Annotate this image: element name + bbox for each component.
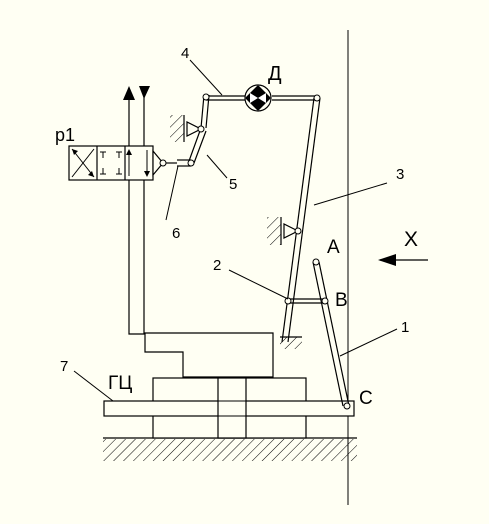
label-rod-3: 3 [396, 166, 404, 183]
direction-arrow [378, 254, 428, 266]
leader-lines [73, 59, 398, 402]
cylinder-top-block [144, 332, 274, 378]
label-cylinder: ГЦ [108, 373, 132, 394]
label-lever-1: 1 [401, 319, 409, 336]
label-valve: р1 [55, 125, 75, 145]
hydraulic-cylinder [103, 377, 355, 439]
link-2 [288, 298, 325, 304]
label-link-5: 5 [229, 176, 237, 193]
label-point-a: A [327, 237, 340, 258]
label-link-2: 2 [213, 257, 221, 274]
valve-p1 [68, 145, 164, 181]
joints [159, 93, 351, 410]
fixed-support-middle [267, 217, 300, 245]
label-link-6: 6 [172, 225, 180, 242]
rod-3 [281, 97, 321, 343]
supply-lines [123, 86, 150, 335]
label-point-b: B [335, 290, 348, 311]
link-6 [163, 159, 191, 167]
motor-d [244, 84, 272, 112]
link-4 [200, 94, 317, 129]
label-motor: Д [268, 63, 282, 85]
ground [103, 437, 357, 461]
lever-1 [312, 261, 350, 407]
label-point-c: C [359, 388, 373, 409]
fixed-support-upper [170, 115, 203, 142]
label-link-4: 4 [181, 45, 189, 62]
label-direction: X [404, 228, 418, 251]
label-part-7: 7 [60, 358, 68, 375]
fixed-support-lower [280, 336, 302, 349]
